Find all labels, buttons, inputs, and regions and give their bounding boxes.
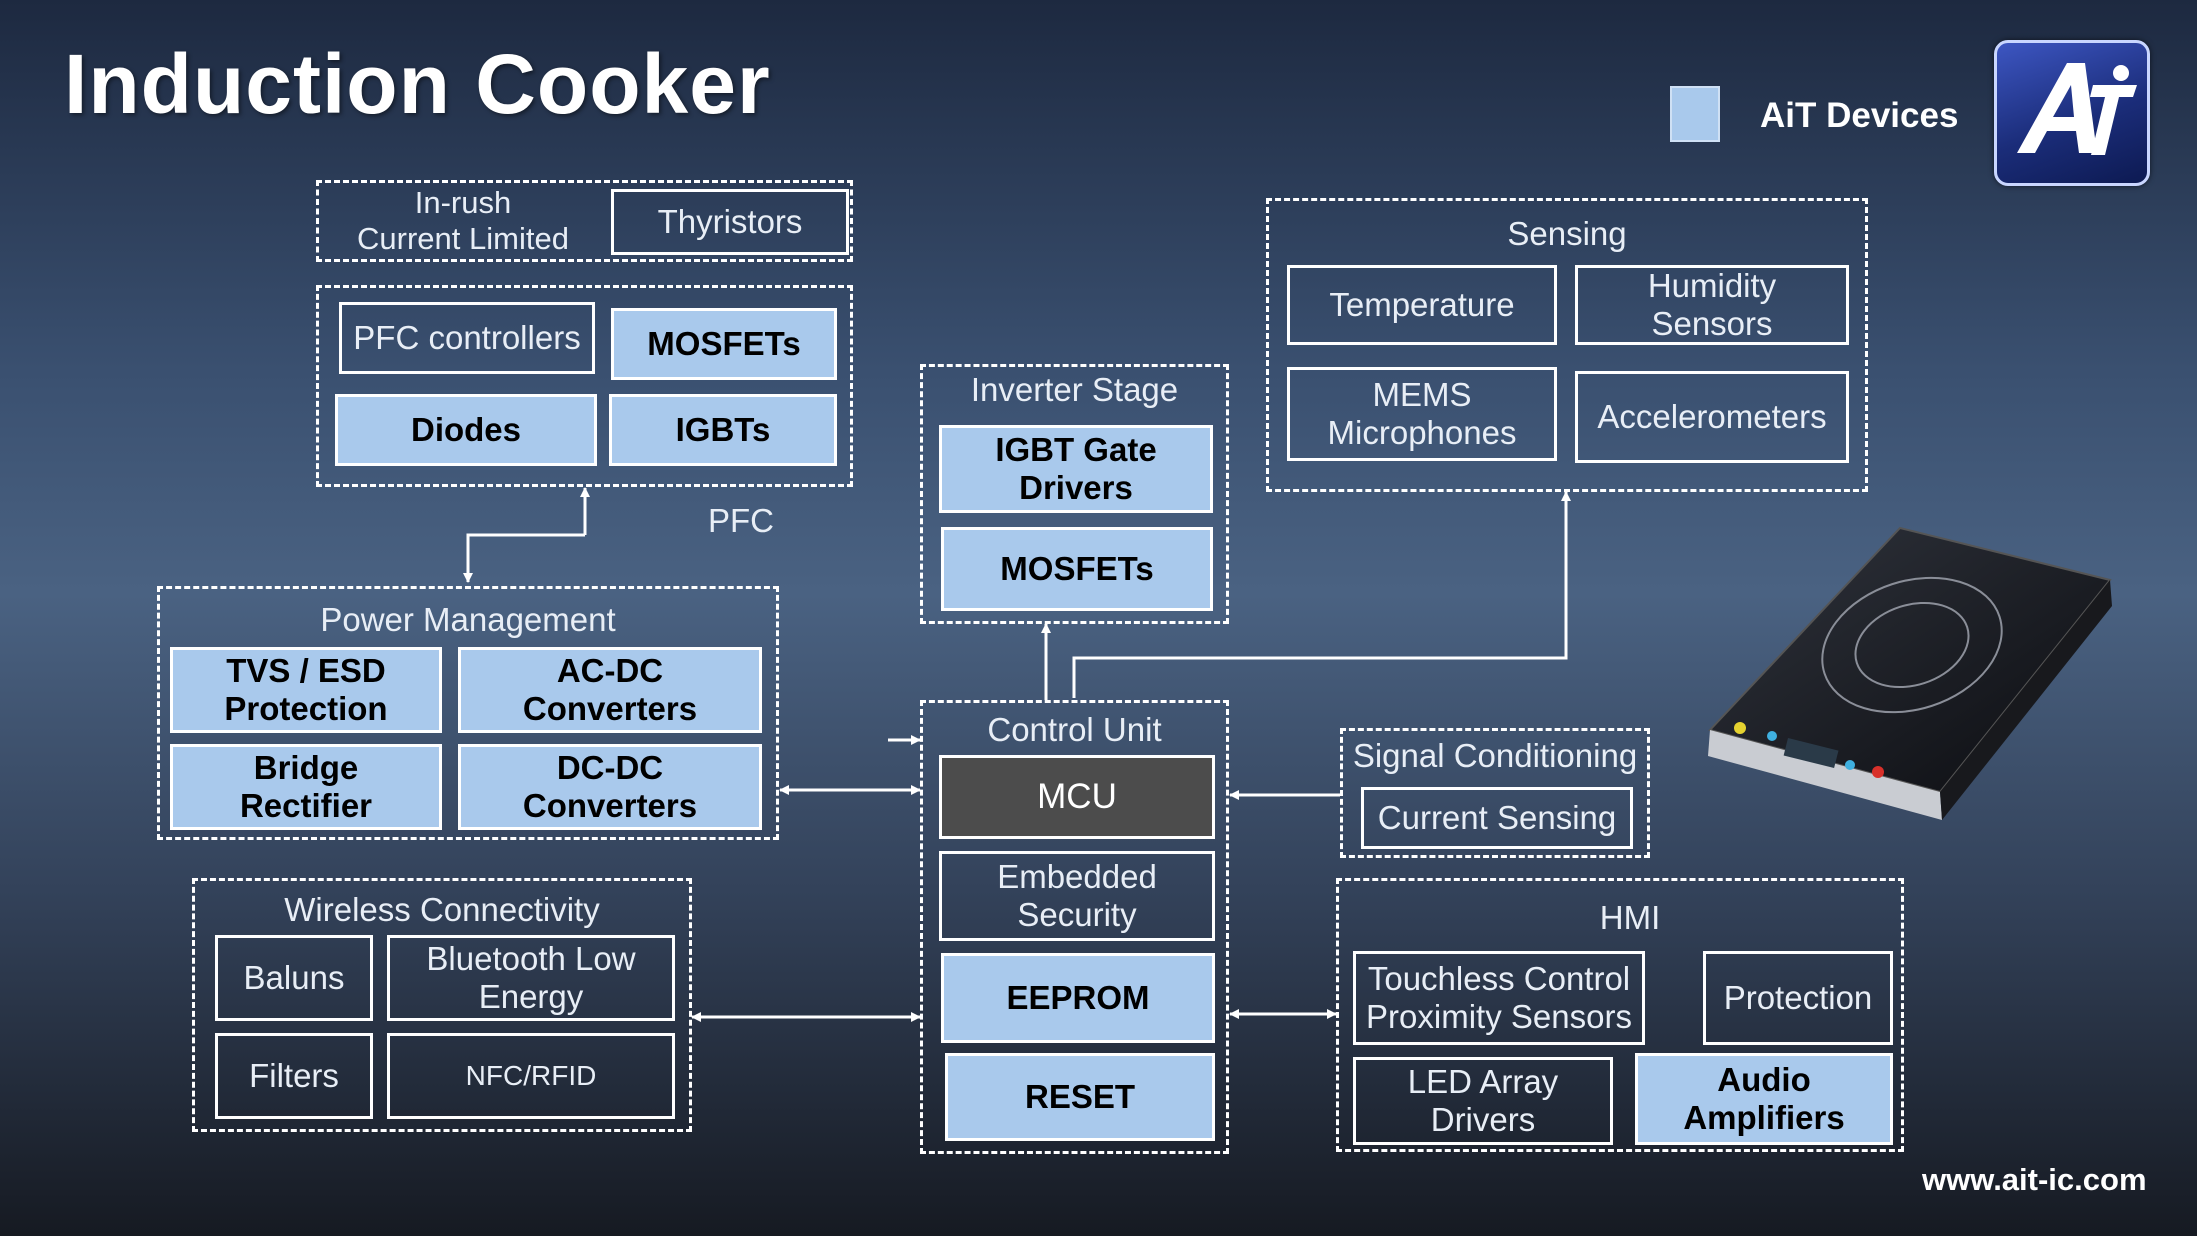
inrush-label: In-rush Current Limited xyxy=(357,185,569,256)
inverter-mosfets-box: MOSFETs xyxy=(941,527,1213,611)
tvs-esd-box: TVS / ESD Protection xyxy=(170,647,442,733)
bluetooth-le-box: Bluetooth Low Energy xyxy=(387,935,675,1021)
current-sensing-box: Current Sensing xyxy=(1361,787,1633,849)
acdc-box: AC-DC Converters xyxy=(458,647,762,733)
legend-label: AiT Devices xyxy=(1760,96,1959,135)
eeprom-box: EEPROM xyxy=(941,953,1215,1043)
pfc-group: PFC controllers MOSFETs Diodes IGBTs xyxy=(316,285,853,487)
inverter-label: Inverter Stage xyxy=(970,371,1179,408)
inverter-group: Inverter Stage IGBT Gate Drivers MOSFETs xyxy=(920,364,1229,624)
signal-conditioning-group: Signal Conditioning Current Sensing xyxy=(1340,728,1650,858)
hmi-group: HMI Touchless Control Proximity Sensors … xyxy=(1336,878,1904,1152)
hmi-label: HMI xyxy=(1599,899,1661,936)
pfc-controllers-box: PFC controllers xyxy=(339,302,595,374)
power-management-group: Power Management TVS / ESD Protection AC… xyxy=(157,586,779,840)
inrush-group: In-rush Current Limited Thyristors xyxy=(316,180,853,262)
power-management-label: Power Management xyxy=(320,601,616,638)
pfc-igbts-box: IGBTs xyxy=(609,394,837,466)
reset-box: RESET xyxy=(945,1053,1215,1141)
baluns-box: Baluns xyxy=(215,935,373,1021)
wireless-group: Wireless Connectivity Baluns Bluetooth L… xyxy=(192,878,692,1132)
audio-amplifiers-box: Audio Amplifiers xyxy=(1635,1053,1893,1145)
control-unit-label: Control Unit xyxy=(987,711,1162,748)
thyristors-box: Thyristors xyxy=(611,189,849,255)
wireless-label: Wireless Connectivity xyxy=(284,891,600,928)
led-array-drivers-box: LED Array Drivers xyxy=(1353,1057,1613,1145)
ait-logo-glyph xyxy=(2017,63,2137,155)
ait-logo-icon xyxy=(1994,40,2150,186)
sensing-group: Sensing Temperature Humidity Sensors MEM… xyxy=(1266,198,1868,492)
dcdc-box: DC-DC Converters xyxy=(458,744,762,830)
pfc-label: PFC xyxy=(708,502,774,539)
nfc-rfid-box: NFC/RFID xyxy=(387,1033,675,1119)
igbt-gate-drivers-box: IGBT Gate Drivers xyxy=(939,425,1213,513)
control-unit-group: Control Unit MCU Embedded Security EEPRO… xyxy=(920,700,1229,1154)
page-title: Induction Cooker xyxy=(64,37,771,131)
signal-conditioning-label: Signal Conditioning xyxy=(1352,737,1638,774)
temperature-box: Temperature xyxy=(1287,265,1557,345)
footer-url: www.ait-ic.com xyxy=(1922,1162,2147,1197)
mcu-box: MCU xyxy=(939,755,1215,839)
pfc-mosfets-box: MOSFETs xyxy=(611,308,837,380)
diodes-box: Diodes xyxy=(335,394,597,466)
sensing-label: Sensing xyxy=(1507,215,1627,252)
touchless-control-box: Touchless Control Proximity Sensors xyxy=(1353,951,1645,1045)
embedded-security-box: Embedded Security xyxy=(939,851,1215,941)
humidity-sensors-box: Humidity Sensors xyxy=(1575,265,1849,345)
accelerometers-box: Accelerometers xyxy=(1575,371,1849,463)
protection-box: Protection xyxy=(1703,951,1893,1045)
filters-box: Filters xyxy=(215,1033,373,1119)
induction-cooker-image xyxy=(1708,526,2112,820)
bridge-rectifier-box: Bridge Rectifier xyxy=(170,744,442,830)
legend-swatch xyxy=(1670,86,1720,142)
mems-microphones-box: MEMS Microphones xyxy=(1287,367,1557,461)
